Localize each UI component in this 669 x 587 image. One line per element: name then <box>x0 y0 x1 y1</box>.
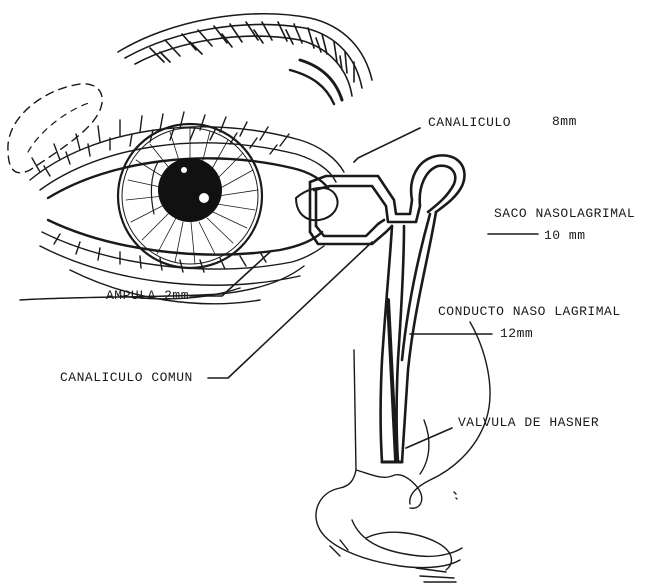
label-saco-size: 10 mm <box>544 228 586 244</box>
gland-outline <box>8 84 102 173</box>
label-canaliculo-comun: CANALICULO COMUN <box>60 370 193 386</box>
pointer-canaliculo <box>354 128 420 162</box>
label-canaliculo-size: 8mm <box>552 114 577 130</box>
label-conducto-size: 12mm <box>500 326 533 342</box>
label-saco-nasolagrimal: SACO NASOLAGRIMAL <box>494 206 635 222</box>
label-ampula: AMPULA 2mm <box>106 288 189 304</box>
eyeball <box>118 124 262 268</box>
label-valvula-de-hasner: VALVULA DE HASNER <box>458 415 599 431</box>
pointer-ampula <box>190 252 270 296</box>
label-canaliculo: CANALICULO <box>428 115 511 131</box>
eyebrow <box>118 14 372 104</box>
label-conducto-naso-lagrimal: CONDUCTO NASO LAGRIMAL <box>438 304 621 320</box>
